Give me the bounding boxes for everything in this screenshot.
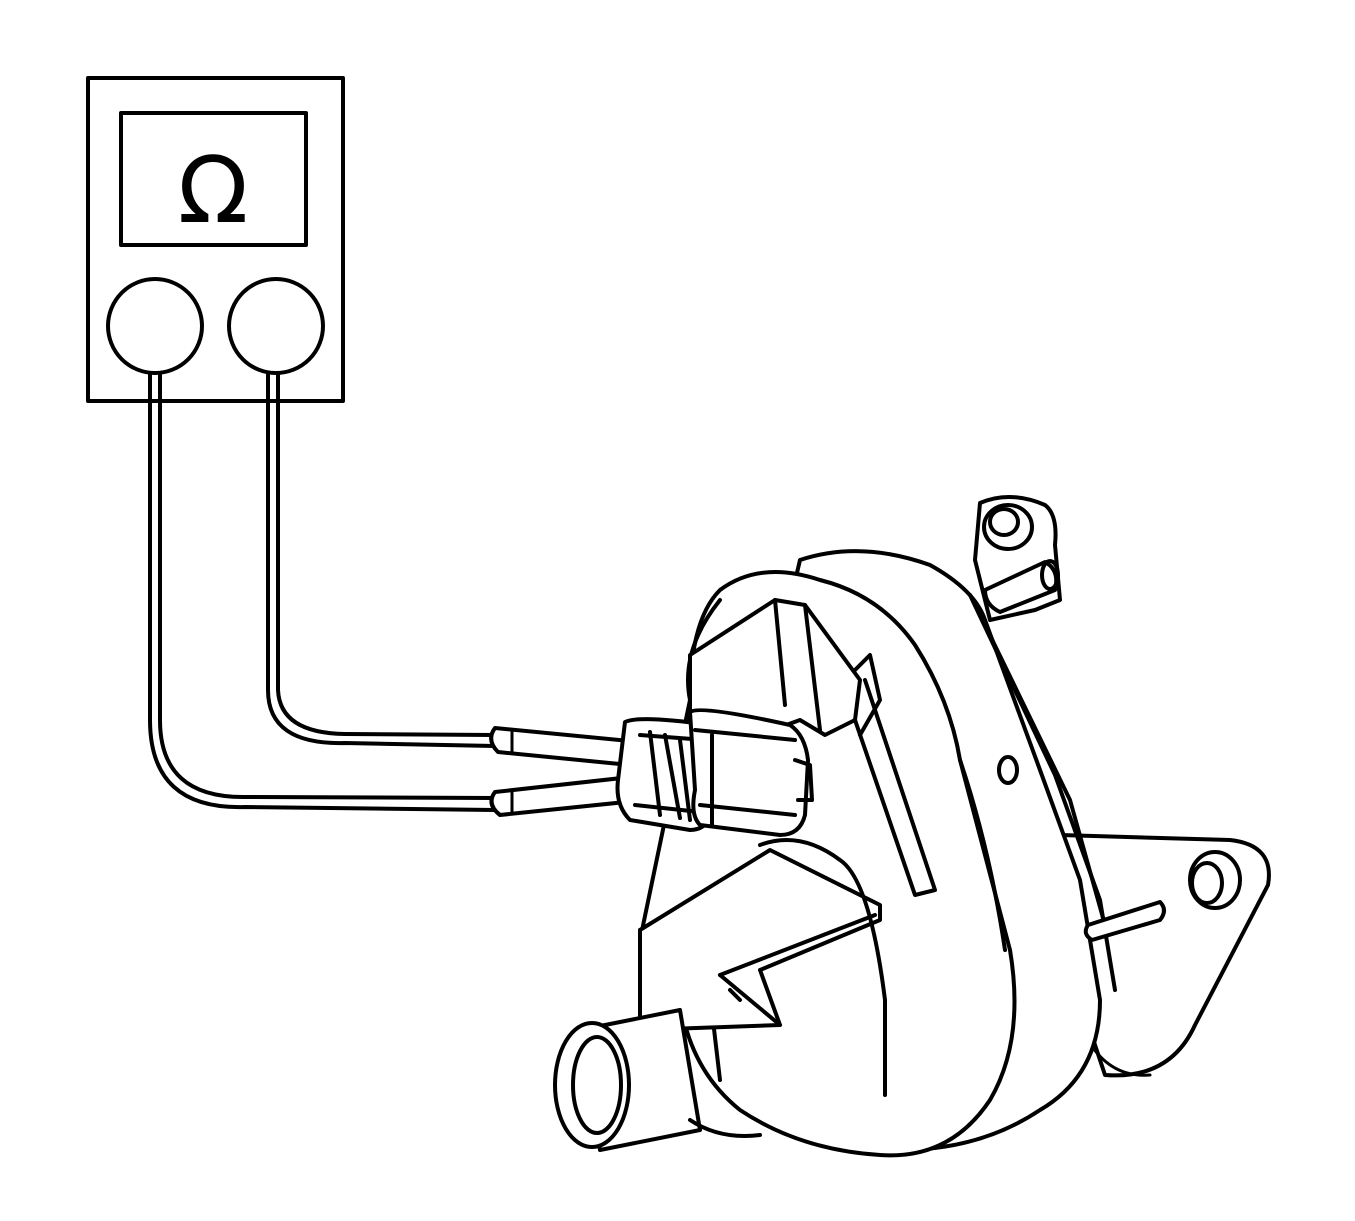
electrical-connector-icon [615, 708, 814, 837]
test-lead-right [266, 371, 642, 768]
test-lead-left [148, 371, 647, 817]
meter-jack-right [227, 277, 325, 375]
ohm-symbol: Ω [178, 137, 248, 244]
connector-latch [688, 708, 810, 837]
meter-display [119, 111, 308, 247]
ohmmeter-icon: Ω [86, 76, 345, 403]
meter-jack-left [106, 277, 204, 375]
